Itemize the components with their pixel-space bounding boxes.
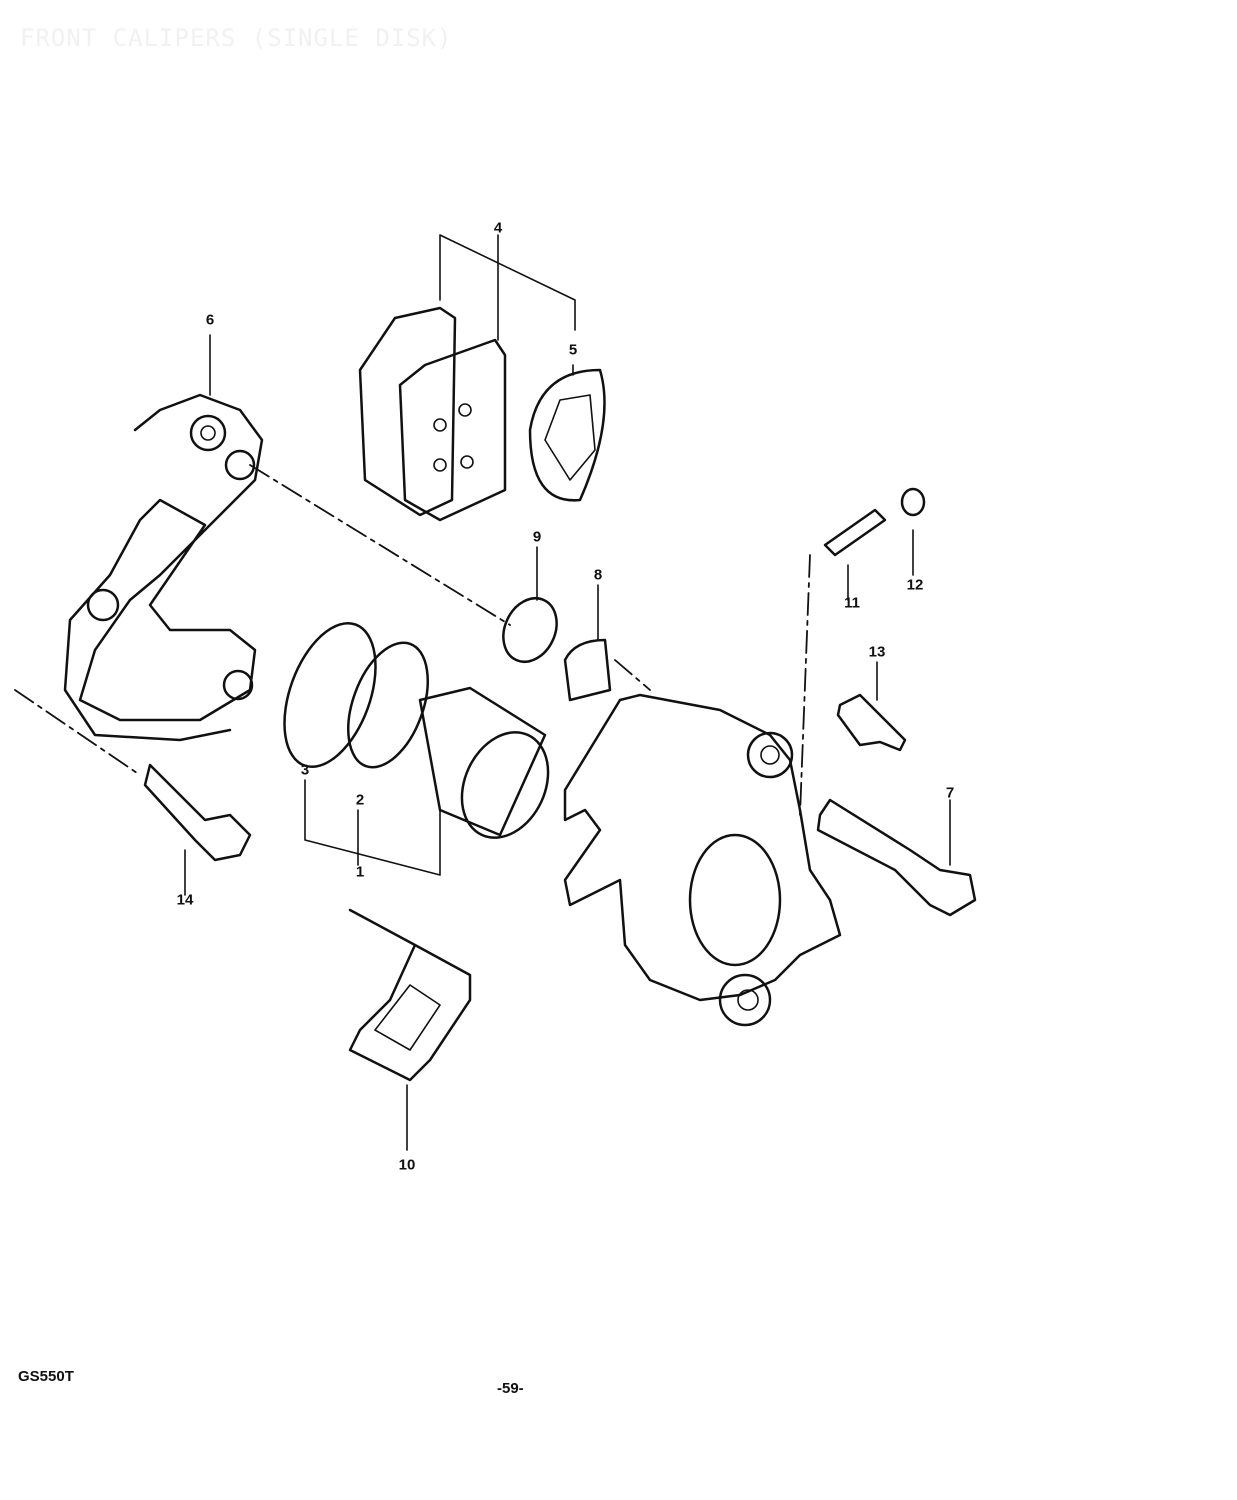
- callout-13: 13: [868, 643, 886, 661]
- bleeder-valve: [823, 508, 887, 601]
- pad-shim: [528, 364, 606, 502]
- page-number: -59-: [497, 1380, 524, 1397]
- model-code: GS550T: [18, 1368, 74, 1385]
- callout-6: 6: [205, 311, 215, 329]
- pad-spring-plate: [563, 584, 612, 702]
- callout-8: 8: [593, 566, 603, 584]
- piston-boot: [502, 546, 558, 663]
- caliper-bolt: [816, 798, 977, 917]
- callout-12: 12: [906, 576, 924, 594]
- callout-1: 1: [355, 863, 365, 881]
- callout-14: 14: [176, 891, 194, 909]
- callout-5: 5: [568, 341, 578, 359]
- piston-and-seals: [283, 621, 550, 876]
- caliper-holder-bracket: [63, 334, 264, 742]
- callout-10: 10: [398, 1156, 416, 1174]
- callout-2: 2: [355, 791, 365, 809]
- brake-pads: [358, 234, 576, 522]
- callout-7: 7: [945, 784, 955, 802]
- callout-9: 9: [532, 528, 542, 546]
- holder-bolt: [143, 763, 252, 896]
- pad-spring: [348, 908, 472, 1151]
- caliper-body: [563, 693, 842, 1027]
- callout-4: 4: [493, 219, 503, 237]
- pad-clip: [836, 661, 907, 752]
- diagram-title: FRONT CALIPERS (SINGLE DISK): [20, 24, 453, 52]
- bleeder-cap: [900, 487, 926, 576]
- callout-11: 11: [844, 594, 860, 612]
- callout-3: 3: [300, 761, 310, 779]
